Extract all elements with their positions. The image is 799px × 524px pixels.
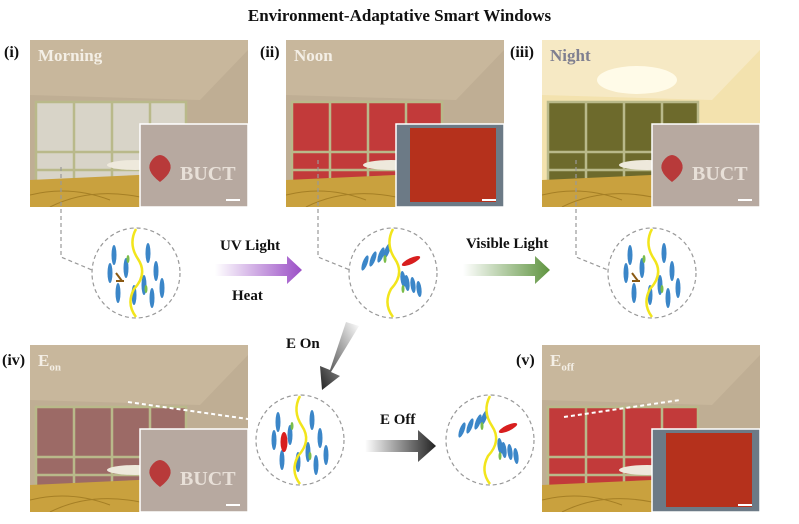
- e-on-arrow: [320, 322, 359, 390]
- e-off-arrow: [365, 430, 436, 462]
- panel-index-i: (i): [4, 44, 20, 61]
- molecular-structure-circle: [607, 227, 697, 319]
- room-scene: BUCT: [30, 40, 248, 207]
- molecular-structure-circle: [255, 394, 345, 486]
- panel-index-ii: (ii): [260, 44, 280, 61]
- room-scene: [542, 345, 760, 512]
- room-panel-noon: Noon: [286, 40, 504, 207]
- uv-light-arrow: [215, 256, 302, 284]
- panel-title: Night: [550, 46, 591, 65]
- inset-text: BUCT: [180, 163, 236, 185]
- panel-title: E: [38, 351, 50, 370]
- uv-light-label: UV Light: [220, 238, 281, 254]
- molecular-structure-circle: [91, 227, 181, 319]
- leader-line: [60, 167, 93, 271]
- room-panel-e-on: BUCT Eon: [30, 345, 248, 512]
- room-scene: BUCT: [542, 40, 760, 207]
- visible-light-label: Visible Light: [466, 236, 549, 252]
- inset-text: BUCT: [180, 468, 236, 490]
- panel-index-iii: (iii): [510, 44, 534, 61]
- leader-line: [317, 160, 351, 271]
- e-on-label: E On: [286, 336, 320, 352]
- inset-text: BUCT: [692, 163, 748, 185]
- visible-light-arrow: [463, 256, 550, 284]
- e-off-label: E Off: [380, 412, 416, 428]
- panel-index-iv: (iv): [2, 352, 26, 369]
- figure-title: Environment-Adaptative Smart Windows: [247, 6, 552, 25]
- room-panel-morning: BUCT Morning: [30, 40, 248, 207]
- molecular-structure-circle: [348, 227, 438, 319]
- leader-line: [575, 160, 609, 271]
- room-scene: [286, 40, 504, 207]
- room-panel-night: BUCT Night: [542, 40, 760, 207]
- heat-label: Heat: [232, 288, 263, 304]
- molecular-structure-circle: [445, 394, 535, 486]
- panel-subscript: on: [49, 361, 61, 374]
- room-panel-e-off: Eoff: [542, 345, 760, 512]
- panel-index-v: (v): [516, 352, 535, 369]
- panel-subscript: off: [561, 361, 575, 374]
- room-scene: BUCT: [30, 345, 248, 512]
- panel-title: Morning: [38, 46, 103, 65]
- panel-title: Noon: [294, 46, 333, 65]
- panel-title: E: [550, 351, 562, 370]
